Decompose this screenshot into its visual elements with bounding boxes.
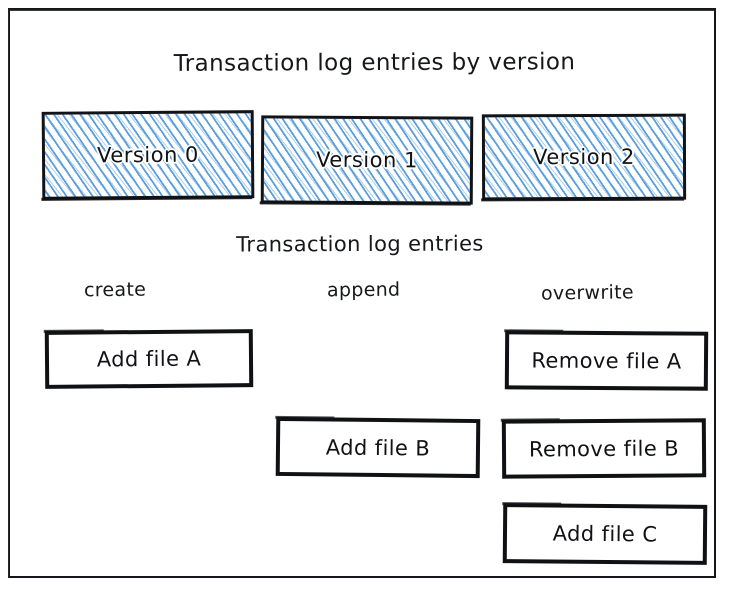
column-label-overwrite: overwrite [540,281,635,305]
version-box-label: Version 1 [316,147,418,173]
entry-box-remove-file-b: Remove file B [501,418,707,479]
diagram-frame: Transaction log entries by version Versi… [8,8,716,578]
entry-box-label: Add file A [96,346,202,372]
diagram-subtitle: Transaction log entries [236,231,484,257]
entry-box-label: Remove file B [528,435,680,462]
diagram-title: Transaction log entries by version [173,49,576,77]
entry-box-label: Add file C [552,521,658,547]
version-box-label: Version 0 [97,142,199,168]
column-label-create: create [83,278,147,302]
version-box-0: Version 0 [41,110,255,200]
version-box-2: Version 2 [481,113,687,201]
entry-box-add-file-a: Add file A [44,329,254,389]
entry-box-label: Remove file A [531,347,682,374]
entry-box-remove-file-a: Remove file A [504,330,709,391]
version-box-1: Version 1 [260,115,474,205]
column-label-append: append [326,278,401,302]
version-box-label: Version 2 [533,144,635,170]
entry-box-add-file-c: Add file C [502,503,708,565]
entry-box-add-file-b: Add file B [275,416,481,479]
entry-box-label: Add file B [325,434,431,461]
